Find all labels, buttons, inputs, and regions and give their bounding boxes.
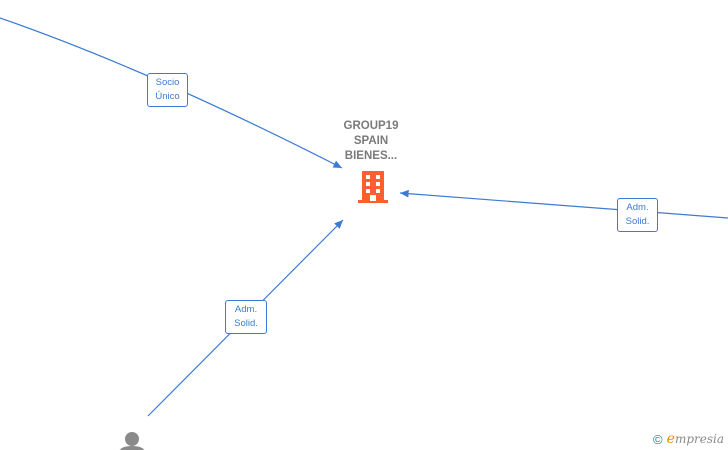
brand-logo: empresia — [667, 431, 724, 447]
edge-label-socio-unico[interactable]: Socio Único — [147, 73, 188, 107]
brand-initial: e — [666, 431, 675, 447]
edge-line-adm-solid-right — [399, 189, 728, 219]
company-title-line: GROUP19 — [343, 120, 399, 132]
company-title-line: BIENES... — [344, 150, 398, 162]
edge-label-line: Socio — [155, 77, 180, 88]
edge-label-line: Solid. — [625, 216, 650, 227]
brand-name: mpresia — [674, 432, 724, 446]
edge-label-line: Único — [155, 91, 180, 102]
company-node-title[interactable]: GROUP19 SPAIN BIENES... — [320, 119, 422, 164]
building-icon[interactable] — [358, 171, 388, 203]
watermark: © empresia — [653, 431, 724, 447]
edge-label-adm-solid-right[interactable]: Adm. Solid. — [617, 198, 658, 232]
edge-label-line: Adm. — [234, 304, 258, 315]
edge-label-line: Solid. — [234, 318, 258, 329]
edge-label-line: Adm. — [626, 202, 649, 213]
copyright-symbol: © — [653, 431, 663, 447]
person-icon[interactable] — [119, 432, 145, 450]
company-title-line: SPAIN — [353, 135, 389, 147]
edge-label-adm-solid-bottom[interactable]: Adm. Solid. — [225, 300, 267, 334]
